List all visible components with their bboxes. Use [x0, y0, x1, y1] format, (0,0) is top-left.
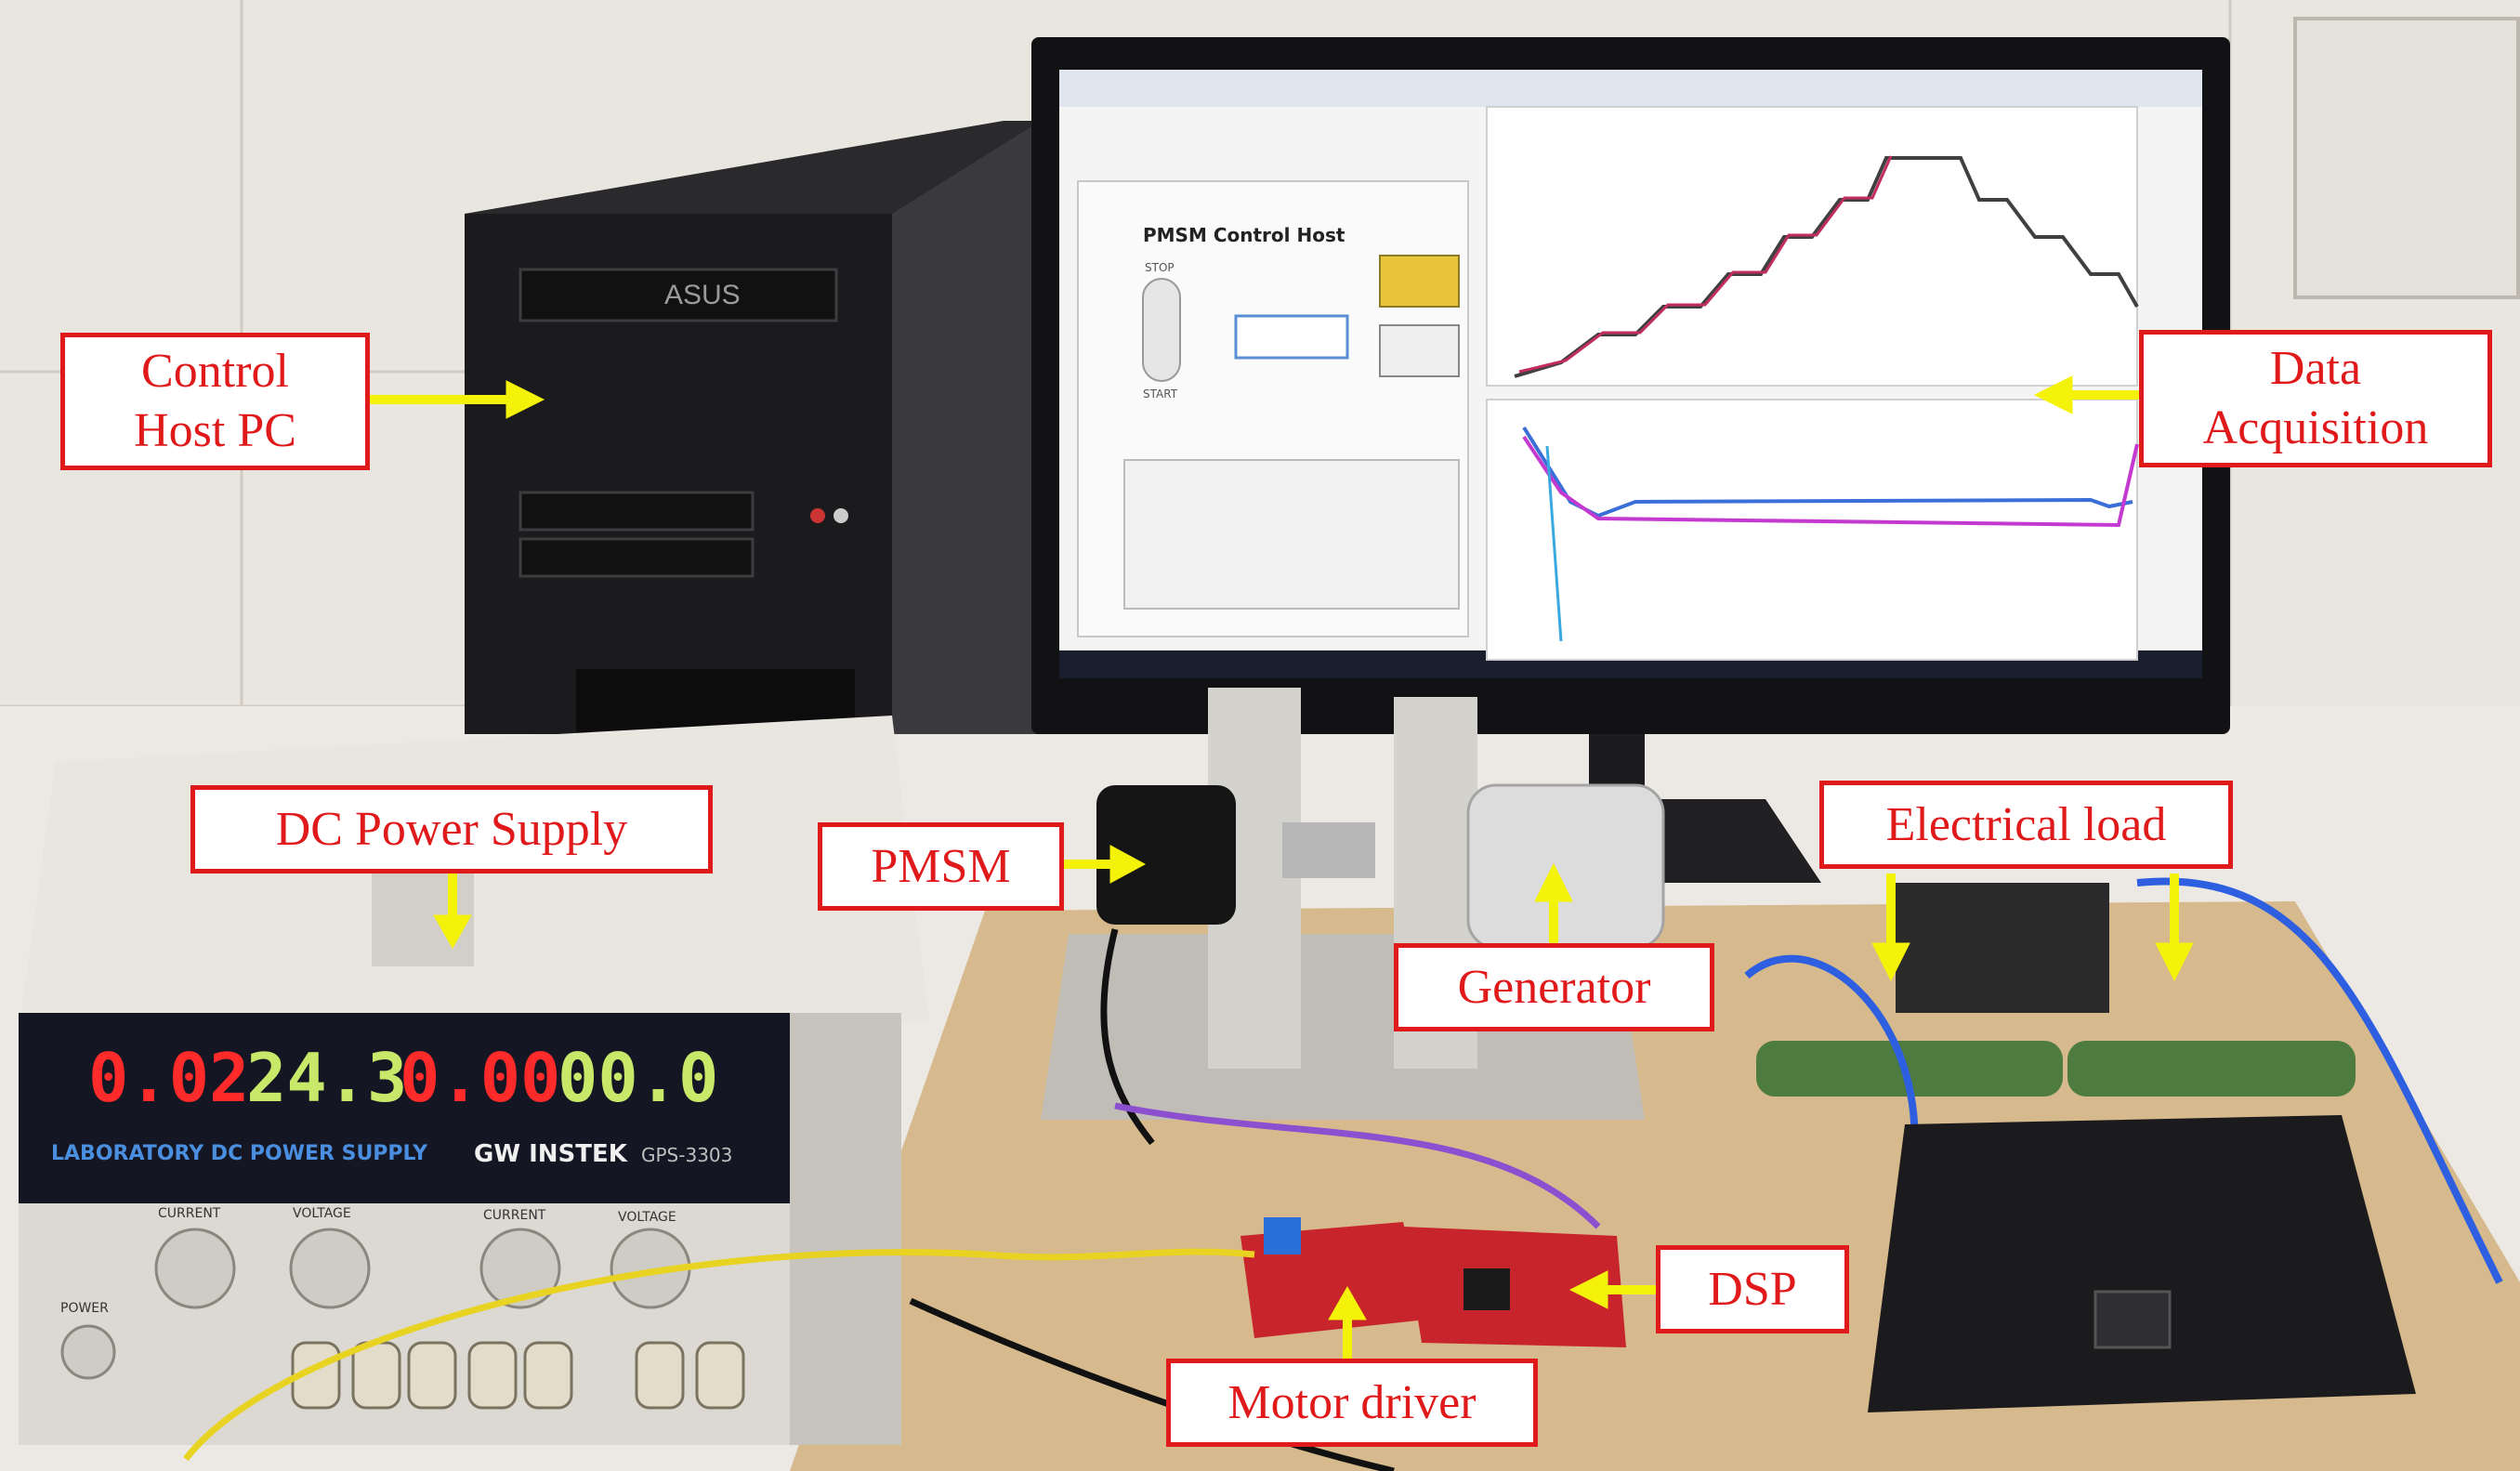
arrowhead-load-right — [2155, 942, 2194, 982]
power-supply-model: GPS-3303 — [641, 1144, 732, 1166]
electrical-load — [1744, 877, 2503, 1284]
pmsm-motor-body — [1096, 785, 1236, 925]
label-pmsm-text: PMSM — [871, 839, 1011, 893]
display-slave-current: 0.02 — [88, 1039, 249, 1117]
label-control-host-pc: Control Host PC — [60, 333, 370, 470]
dsp-board — [1403, 1227, 1626, 1347]
boards — [1240, 1217, 1626, 1347]
power-supply-knobs — [60, 1228, 691, 1380]
speed-reference-trace — [1514, 156, 2139, 378]
arrowhead-data-acquisition — [2033, 375, 2073, 414]
pc-brand-logo: ASUS — [664, 280, 741, 310]
display-slave-voltage: 24.3 — [246, 1039, 407, 1117]
monitor — [1031, 37, 2230, 734]
knob-label-master-voltage: VOLTAGE — [618, 1210, 676, 1225]
label-control-host-pc-line2: Host PC — [134, 404, 296, 457]
wall-switch-box — [2293, 17, 2520, 299]
label-dsp: DSP — [1656, 1245, 1849, 1333]
power-button-label: POWER — [60, 1301, 109, 1316]
label-dc-power-supply: DC Power Supply — [190, 785, 713, 873]
black-enclosure — [1868, 1115, 2416, 1412]
label-generator-text: Generator — [1457, 960, 1651, 1014]
label-electrical-load-text: Electrical load — [1885, 797, 2167, 851]
display-master-current: 0.00 — [400, 1039, 560, 1117]
display-master-voltage: 00.0 — [558, 1039, 718, 1117]
knob-label-slave-voltage: VOLTAGE — [293, 1206, 351, 1221]
power-supply-panel-text: LABORATORY DC POWER SUPPLY — [51, 1142, 428, 1165]
knob-label-slave-current: CURRENT — [158, 1206, 221, 1221]
arrowhead-pmsm — [1109, 845, 1147, 884]
binding-posts — [291, 1341, 745, 1410]
pc-tower — [465, 121, 1041, 741]
label-pmsm: PMSM — [818, 822, 1064, 911]
generator-body — [1466, 783, 1665, 950]
label-motor-driver-text: Motor driver — [1227, 1375, 1477, 1429]
arrowhead-dc-power — [433, 914, 472, 950]
gui-stop-label: STOP — [1145, 261, 1175, 274]
label-data-acquisition-line1: Data — [2269, 342, 2362, 395]
label-control-host-pc-line1: Control — [141, 345, 289, 398]
label-dc-power-supply-text: DC Power Supply — [275, 802, 628, 856]
arrowhead-load-left — [1871, 942, 1910, 982]
current-trace-cyan — [1545, 445, 1563, 642]
speed-measured-trace — [1518, 155, 1893, 374]
label-data-acquisition-line2: Acquisition — [2202, 401, 2429, 454]
callout-arrows — [370, 375, 2194, 1359]
motor-test-bench — [1041, 688, 1665, 1120]
arrowhead-control-host — [505, 380, 545, 419]
label-dsp-text: DSP — [1708, 1262, 1797, 1316]
arrowhead-motor-driver — [1328, 1285, 1367, 1320]
label-data-acquisition: Data Acquisition — [2139, 330, 2492, 467]
gui-panel-title: PMSM Control Host — [1143, 224, 1345, 246]
power-supply-brand: GW INSTEK — [474, 1140, 628, 1168]
gui-start-label: START — [1143, 387, 1178, 401]
label-motor-driver: Motor driver — [1166, 1359, 1538, 1447]
arrowhead-dsp — [1568, 1270, 1608, 1309]
arrowhead-generator — [1534, 862, 1573, 902]
current-trace-blue — [1522, 426, 2133, 519]
label-generator: Generator — [1394, 943, 1714, 1031]
enclosure-switch — [2093, 1290, 2172, 1349]
label-electrical-load: Electrical load — [1819, 781, 2233, 869]
power-supply-displays: 0.02 24.3 0.00 00.0 — [88, 1039, 718, 1117]
knob-label-master-current: CURRENT — [483, 1208, 546, 1223]
